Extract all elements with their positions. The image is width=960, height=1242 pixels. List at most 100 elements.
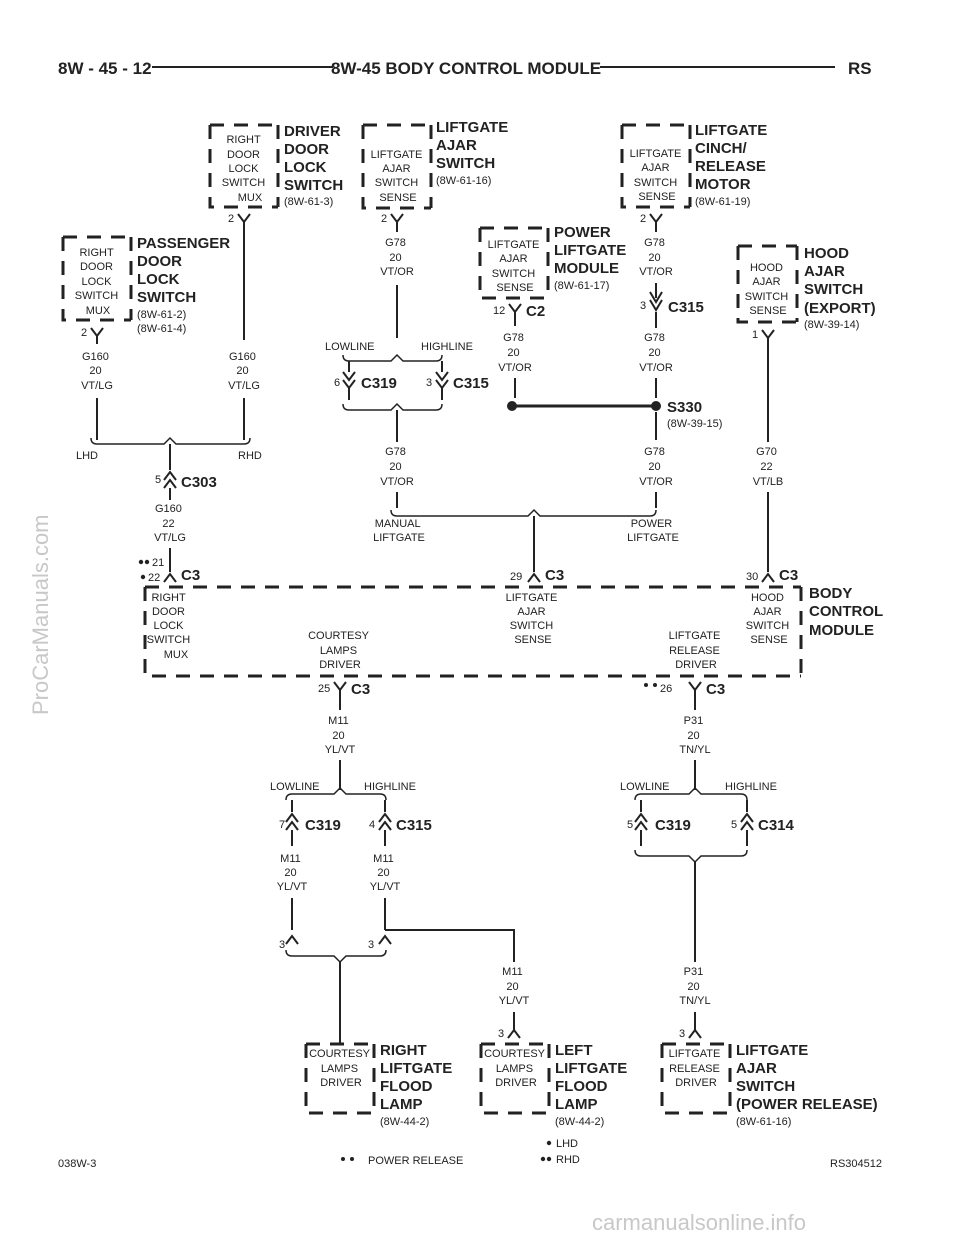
pin-number: 3	[679, 1028, 685, 1040]
component-title: LIFTGATE AJAR SWITCH (POWER RELEASE)	[736, 1042, 878, 1113]
component-title: LIFTGATE CINCH/ RELEASE MOTOR	[695, 122, 771, 193]
option-bracket	[342, 402, 443, 411]
bcm-output-courtesy: COURTESY LAMPS DRIVER	[308, 630, 372, 671]
left-liftgate-flood-lamp: COURTESY LAMPS DRIVER LEFT LIFTGATE FLOO…	[479, 1042, 631, 1128]
option-bracket	[285, 786, 387, 801]
connector-name: C3	[706, 681, 725, 698]
lhd-dot	[140, 574, 146, 580]
component-inner-text: LIFTGATE RELEASE DRIVER	[669, 1048, 724, 1089]
g160-wires: G160 20 VT/LG G160 20 VT/LG LHD RHD 5 C3…	[76, 351, 262, 584]
connector-name: C315	[453, 375, 489, 392]
option-bracket	[634, 786, 748, 801]
connector-name: C3	[779, 567, 798, 584]
p31-branch: 26 C3 P31 20 TN/YL LOWLINE HIGHLINE 5 C3…	[620, 681, 795, 1040]
rhd-dot	[144, 559, 150, 565]
pin-number: 2	[640, 213, 646, 225]
connector-symbol	[163, 470, 177, 489]
component-title: LIFTGATE AJAR SWITCH	[436, 119, 512, 172]
wire-label: G78 20 VT/OR	[498, 332, 532, 374]
component-ref: (8W-39-14)	[804, 319, 859, 331]
component-inner-text: RIGHT DOOR LOCK SWITCH MUX	[75, 247, 121, 317]
watermark-bottom: carmanualsonline.info	[592, 1210, 806, 1235]
connector-name: C314	[758, 817, 795, 834]
component-ref: (8W-61-4)	[137, 323, 186, 335]
connector-symbol	[740, 812, 754, 831]
bcm-pin: 25	[318, 683, 330, 695]
option-bracket	[90, 436, 251, 445]
component-outline	[479, 1042, 551, 1115]
connector-name: C319	[305, 817, 341, 834]
liftgate-ajar-switch-power-release: LIFTGATE RELEASE DRIVER LIFTGATE AJAR SW…	[660, 1042, 878, 1128]
option-highline: HIGHLINE	[421, 341, 473, 353]
connector-symbol	[688, 1028, 702, 1039]
connector-symbol	[507, 1028, 521, 1039]
component-title: HOOD AJAR SWITCH (EXPORT)	[804, 245, 876, 317]
splice-ref: (8W-39-15)	[667, 418, 722, 430]
connector-symbol	[688, 681, 702, 710]
component-inner-text: LIFTGATE AJAR SWITCH SENSE	[630, 148, 685, 203]
bcm-pin: 29	[510, 571, 522, 583]
footer: 038W-3 POWER RELEASE LHD RHD RS304512	[58, 1138, 882, 1170]
bcm-pin: 30	[746, 571, 758, 583]
component-title: LEFT LIFTGATE FLOOD LAMP	[555, 1042, 631, 1113]
component-ref: (8W-61-3)	[284, 196, 333, 208]
component-ref: (8W-44-2)	[380, 1116, 429, 1128]
liftgate-cinch-release-motor: LIFTGATE AJAR SWITCH SENSE LIFTGATE CINC…	[620, 122, 771, 398]
power-release-mark	[341, 1157, 345, 1161]
splice-name: S330	[667, 399, 702, 416]
power-release-mark	[644, 683, 648, 687]
bcm-pin: 26	[660, 683, 672, 695]
wire-label: G78 20 VT/OR	[380, 237, 414, 278]
connector-name: C315	[396, 817, 432, 834]
splice-pin: 3	[279, 939, 285, 951]
page-code: 8W - 45 - 12	[58, 59, 152, 78]
power-release-mark	[653, 683, 657, 687]
component-inner-text: LIFTGATE AJAR SWITCH SENSE	[488, 239, 543, 294]
wire-label: G78 20 VT/OR	[380, 446, 414, 488]
pin-number: 2	[81, 327, 87, 339]
component-outline	[208, 123, 280, 209]
driver-door-lock-switch: RIGHT DOOR LOCK SWITCH MUX DRIVER DOOR L…	[208, 123, 345, 340]
option-rhd: RHD	[238, 450, 262, 462]
connector-pin: 3	[640, 300, 646, 312]
component-outline	[478, 226, 550, 300]
power-release-mark	[350, 1157, 354, 1161]
liftgate-option-branch: MANUAL LIFTGATE POWER LIFTGATE 29 C3	[373, 508, 679, 584]
component-ref: (8W-61-2)	[137, 309, 186, 321]
component-title: RIGHT LIFTGATE FLOOD LAMP	[380, 1042, 456, 1113]
bcm-input-right: HOOD AJAR SWITCH SENSE	[746, 592, 792, 646]
splice-dot	[651, 401, 661, 411]
right-liftgate-flood-lamp: COURTESY LAMPS DRIVER RIGHT LIFTGATE FLO…	[304, 1042, 456, 1128]
component-ref: (8W-44-2)	[555, 1116, 604, 1128]
connector-symbol	[761, 572, 775, 583]
legend-lhd: LHD	[556, 1138, 578, 1150]
wire-label: G160 22 VT/LG	[154, 503, 186, 544]
wire-label: G78 20 VT/OR	[639, 446, 673, 488]
body-control-module: RIGHT DOOR LOCK SWITCH MUX LIFTGATE AJAR…	[143, 585, 887, 678]
watermark-left: ProCarManuals.com	[28, 514, 53, 715]
connector-name: C3	[545, 567, 564, 584]
connector-symbol	[378, 934, 392, 945]
connector-symbol	[163, 572, 177, 583]
wire-stub	[390, 213, 404, 232]
component-title: BODY CONTROL MODULE	[809, 585, 887, 639]
option-lowline: LOWLINE	[325, 341, 375, 353]
footer-code-right: RS304512	[830, 1158, 882, 1170]
connector-symbol	[634, 812, 648, 831]
component-title: DRIVER DOOR LOCK SWITCH	[284, 123, 345, 194]
rhd-dot	[540, 1156, 546, 1162]
footer-code-left: 038W-3	[58, 1158, 96, 1170]
component-ref: (8W-61-16)	[436, 175, 491, 187]
component-inner-text: COURTESY LAMPS DRIVER	[484, 1048, 548, 1089]
wire-label: G78 20 VT/OR	[639, 237, 673, 278]
connector-name: C319	[361, 375, 397, 392]
splice-s330: S330 (8W-39-15) G78 20 VT/OR	[507, 399, 722, 508]
section-code: RS	[848, 59, 872, 78]
connector-pin: 3	[426, 377, 432, 389]
component-outline	[304, 1042, 376, 1115]
upper-option-branch: LOWLINE HIGHLINE 6 C319 3 C315 G78 20 VT…	[325, 341, 489, 508]
bcm-pin: 21	[152, 557, 164, 569]
option-bracket	[390, 508, 657, 517]
connector-symbol	[649, 291, 663, 312]
wire	[385, 929, 515, 962]
